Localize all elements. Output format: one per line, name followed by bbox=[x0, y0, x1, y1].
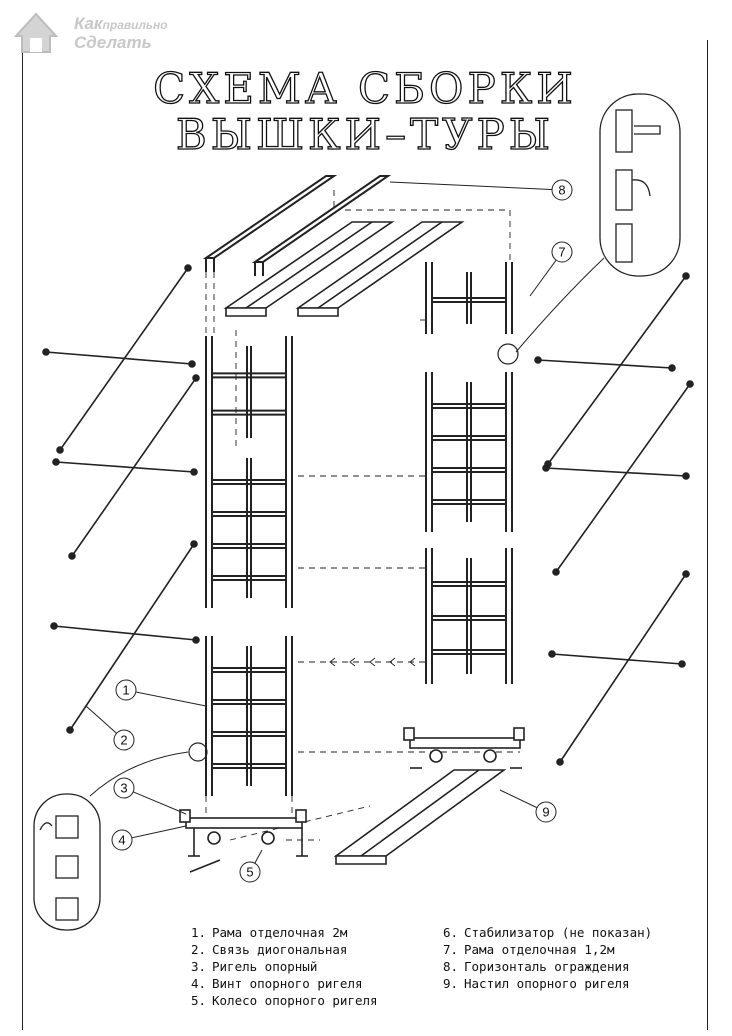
guard-rail-horizontals bbox=[202, 175, 392, 276]
brace-left-3 bbox=[66, 540, 198, 734]
brace-right-3 bbox=[556, 570, 690, 766]
svg-text:2: 2 bbox=[120, 733, 127, 748]
callout-5: 5 bbox=[239, 849, 263, 883]
brace-left-h2 bbox=[52, 458, 198, 476]
frame-right-top bbox=[425, 262, 513, 334]
callout-2: 2 bbox=[85, 705, 135, 751]
base-beam-left bbox=[179, 809, 308, 873]
assembly-guide-line-14 bbox=[229, 805, 371, 841]
logo-word-right: правильно bbox=[102, 18, 168, 32]
legend-number: 8. bbox=[442, 959, 458, 974]
legend-text: Рама отделочная 1,2м bbox=[464, 942, 615, 957]
legend-text: Горизонталь ограждения bbox=[464, 959, 630, 974]
clamp-detail-panel-top bbox=[599, 93, 681, 277]
callout-8: 8 bbox=[389, 179, 573, 201]
frame-left-middle bbox=[205, 448, 293, 608]
base-deck-board bbox=[333, 769, 507, 865]
legend-number: 9. bbox=[442, 976, 458, 991]
guide-arrow-2 bbox=[349, 657, 356, 667]
title-line-1: СХЕМА СБОРКИ bbox=[153, 64, 577, 113]
callout-9: 9 bbox=[499, 789, 557, 823]
sheet-border bbox=[22, 40, 708, 1030]
detail-leader-bottom bbox=[89, 751, 189, 797]
brace-right-2 bbox=[552, 380, 694, 576]
legend-text: Колесо опорного ригеля bbox=[212, 993, 378, 1008]
detail-leader-top bbox=[515, 257, 605, 353]
legend-column-right: 6. Стабилизатор (не показан) 7. Рама отдело… bbox=[434, 924, 652, 1009]
diagram-title: СХЕМА СБОРКИ ВЫШКИ–ТУРЫ bbox=[120, 64, 610, 159]
legend-item-5: 5. Колесо опорного ригеля bbox=[182, 992, 434, 1009]
callout-3: 3 bbox=[113, 777, 187, 815]
legend-item-2: 2. Связь диогональная bbox=[182, 941, 434, 958]
platform-decks bbox=[223, 221, 465, 317]
callout-1: 1 bbox=[115, 679, 207, 707]
brace-right-h2 bbox=[542, 464, 690, 480]
clamp-detail-panel-bottom bbox=[33, 793, 101, 931]
legend-number: 3. bbox=[190, 959, 206, 974]
legend-text: Связь диогональная bbox=[212, 942, 348, 957]
legend-text: Рама отделочная 2м bbox=[212, 925, 348, 940]
legend-number: 2. bbox=[190, 942, 206, 957]
base-beam-right bbox=[403, 727, 525, 769]
brace-right-1 bbox=[544, 272, 690, 468]
legend-item-6: 6. Стабилизатор (не показан) bbox=[434, 924, 652, 941]
brace-left-h1 bbox=[42, 348, 196, 368]
frame-right-lower bbox=[425, 548, 513, 684]
legend-item-9: 9. Настил опорного ригеля bbox=[434, 975, 652, 992]
legend-text: Стабилизатор (не показан) bbox=[464, 925, 653, 940]
brace-left-h3 bbox=[50, 622, 200, 644]
frame-right-upper bbox=[425, 372, 513, 532]
svg-text:1: 1 bbox=[122, 683, 129, 698]
brace-right-h3 bbox=[548, 650, 686, 668]
brace-right-h1 bbox=[534, 356, 676, 372]
legend-item-3: 3. Ригель опорный bbox=[182, 958, 434, 975]
legend-number: 7. bbox=[442, 942, 458, 957]
legend-text: Винт опорного ригеля bbox=[212, 976, 363, 991]
frame-left-bottom bbox=[205, 636, 293, 796]
logo-word-how: Как bbox=[74, 14, 103, 33]
house-logo-icon bbox=[13, 12, 59, 53]
callout-4: 4 bbox=[111, 825, 187, 851]
legend-number: 1. bbox=[190, 925, 206, 940]
legend-item-7: 7. Рама отделочная 1,2м bbox=[434, 941, 652, 958]
svg-text:3: 3 bbox=[120, 781, 127, 796]
legend-number: 4. bbox=[190, 976, 206, 991]
legend-text: Настил опорного ригеля bbox=[464, 976, 630, 991]
detail-circle-bottom bbox=[188, 742, 208, 762]
svg-text:9: 9 bbox=[542, 805, 549, 820]
legend-item-1: 1. Рама отделочная 2м bbox=[182, 924, 434, 941]
legend-number: 5. bbox=[190, 993, 206, 1008]
frame-left-top bbox=[205, 336, 293, 448]
detail-circle-top bbox=[497, 343, 519, 365]
svg-text:5: 5 bbox=[246, 865, 253, 880]
parts-legend: 1. Рама отделочная 2м 2. Связь диогональная… bbox=[182, 924, 702, 1009]
site-logo: Какправильно Сделать bbox=[8, 6, 228, 56]
callout-7: 7 bbox=[529, 241, 573, 297]
title-line-2: ВЫШКИ–ТУРЫ bbox=[175, 110, 555, 159]
logo-line-1: Какправильно bbox=[74, 14, 168, 34]
legend-item-8: 8. Горизонталь ограждения bbox=[434, 958, 652, 975]
guide-arrow-5 bbox=[409, 657, 416, 667]
legend-column-left: 1. Рама отделочная 2м 2. Связь диогональная… bbox=[182, 924, 434, 1009]
logo-line-2: Сделать bbox=[74, 33, 152, 52]
legend-number: 6. bbox=[442, 925, 458, 940]
svg-text:8: 8 bbox=[558, 183, 565, 198]
svg-text:4: 4 bbox=[118, 833, 125, 848]
guide-arrow-3 bbox=[369, 657, 376, 667]
legend-item-4: 4. Винт опорного ригеля bbox=[182, 975, 434, 992]
svg-text:7: 7 bbox=[558, 245, 565, 260]
guide-arrow-1 bbox=[329, 657, 336, 667]
legend-text: Ригель опорный bbox=[212, 959, 318, 974]
guide-arrow-4 bbox=[389, 657, 396, 667]
